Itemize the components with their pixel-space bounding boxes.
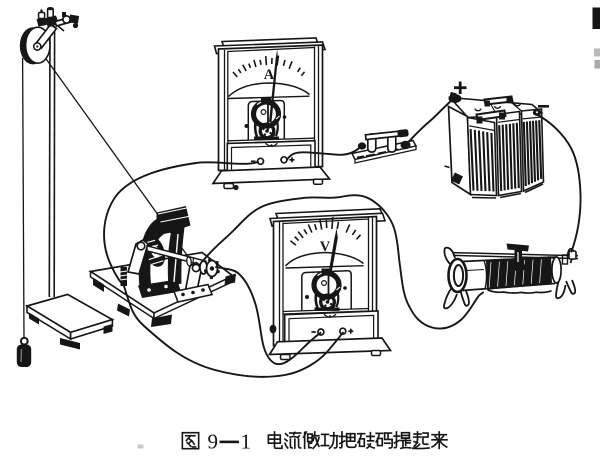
svg-text:A: A <box>264 67 275 83</box>
svg-text:1: 1 <box>241 430 252 454</box>
svg-text:V: V <box>320 239 331 255</box>
svg-text:9: 9 <box>208 430 219 454</box>
